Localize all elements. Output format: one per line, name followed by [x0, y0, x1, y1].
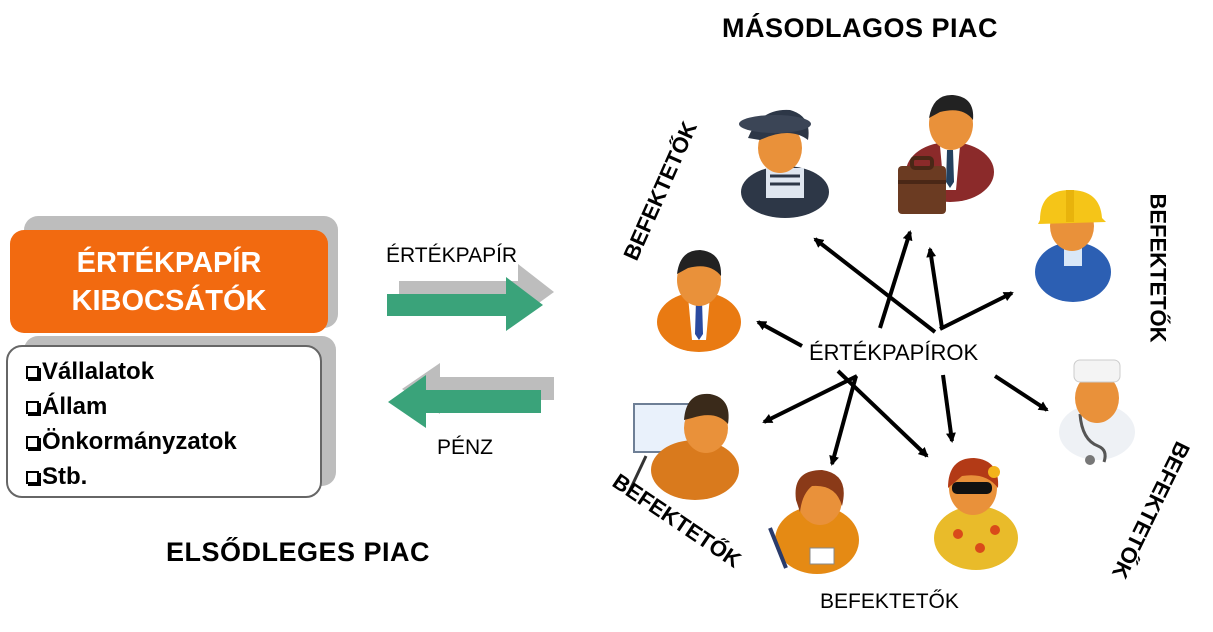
- trade-arrow: [993, 374, 1049, 412]
- construction-worker-icon: [1035, 190, 1111, 302]
- checkbox-bullet-icon: [26, 401, 41, 416]
- checkbox-bullet-icon: [26, 366, 41, 381]
- trade-arrow: [926, 247, 944, 329]
- list-item: Önkormányzatok: [26, 424, 320, 459]
- issuer-box: ÉRTÉKPAPÍR KIBOCSÁTÓK: [10, 230, 328, 333]
- secondary-market-label: MÁSODLAGOS PIAC: [722, 13, 999, 43]
- checkbox-bullet-icon: [26, 471, 41, 486]
- money-arrow-icon: [388, 363, 554, 428]
- investor-label: BEFEKTETŐK: [820, 590, 959, 613]
- businessman-icon: [657, 250, 741, 352]
- checkbox-bullet-icon: [26, 436, 41, 451]
- teacher-icon: [628, 393, 739, 500]
- trade-arrow: [762, 374, 858, 424]
- student-icon: [768, 470, 859, 574]
- trade-arrow: [939, 291, 1014, 331]
- tourist-sunglasses-icon: [934, 458, 1018, 570]
- money-flow-label: PÉNZ: [437, 436, 494, 459]
- doctor-icon: [1059, 359, 1135, 465]
- issuer-title-line2: KIBOCSÁTÓK: [71, 284, 267, 317]
- trade-arrow: [756, 320, 803, 348]
- woman-hat-icon: [739, 109, 829, 218]
- trade-arrows: [756, 230, 1049, 466]
- trade-arrow: [813, 237, 937, 334]
- securities-arrow-icon: [387, 264, 554, 331]
- list-item: Vállalatok: [26, 354, 320, 389]
- primary-market-label: ELSŐDLEGES PIAC: [166, 537, 431, 567]
- trade-arrow: [836, 369, 929, 458]
- issuer-type-list: Vállalatok Állam Önkormányzatok Stb.: [6, 345, 322, 498]
- businessman-briefcase-icon: [898, 94, 994, 214]
- securities-flow-label: ÉRTÉKPAPÍR: [386, 244, 518, 267]
- trade-arrow: [829, 375, 858, 466]
- trade-arrow: [878, 230, 913, 329]
- issuer-title-line1: ÉRTÉKPAPÍR: [76, 246, 262, 279]
- investor-label: BEFEKTETŐK: [1145, 193, 1171, 343]
- list-item: Állam: [26, 389, 320, 424]
- list-item: Stb.: [26, 459, 320, 494]
- securities-center-label: ÉRTÉKPAPÍROK: [807, 340, 981, 366]
- trade-arrow: [941, 374, 956, 443]
